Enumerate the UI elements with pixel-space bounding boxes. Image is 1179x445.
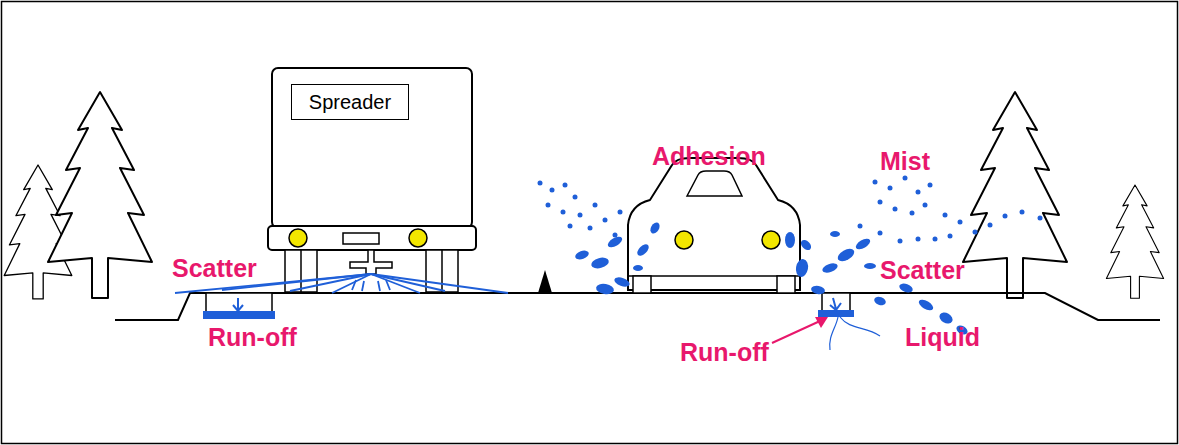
headlight [675,231,693,249]
mist-dots [538,176,1043,244]
road-surface [115,293,1160,320]
effect-label: Run-off [208,322,297,352]
spray-nozzle [350,250,392,274]
runoff-flow [830,298,841,310]
car-bumper [628,275,800,277]
drain-channel [206,293,272,313]
effect-label: Scatter [880,255,965,285]
pine-tree [963,92,1067,298]
wheel-line [300,250,302,292]
leader-line [772,321,820,343]
drain-water [203,311,275,319]
effect-label: Scatter [172,253,257,283]
car-wheel [777,276,795,293]
effect-label: Run-off [680,337,769,367]
splash-drops [574,221,969,337]
headlight [762,231,780,249]
headlight [289,229,307,247]
truck-body [272,68,472,228]
effect-label: Adhesion [652,141,766,171]
car-window [687,171,742,196]
pine-tree [1106,185,1163,298]
runoff-flow [233,298,243,311]
label-box: Spreader [291,84,409,120]
headlight [409,229,427,247]
truck-bumper [268,226,476,250]
wheel-line [441,250,443,292]
leader-arrowhead [815,317,828,328]
box-text: Spreader [309,91,391,114]
pine-tree [48,92,152,298]
license-plate [343,233,379,244]
car-body [628,158,800,290]
effect-label: Liquid [905,322,980,352]
seepage-line [830,317,880,350]
effect-label: Mist [880,146,930,176]
drain-channel [822,293,850,311]
median-marker [538,270,552,293]
car-wheel [633,276,651,293]
